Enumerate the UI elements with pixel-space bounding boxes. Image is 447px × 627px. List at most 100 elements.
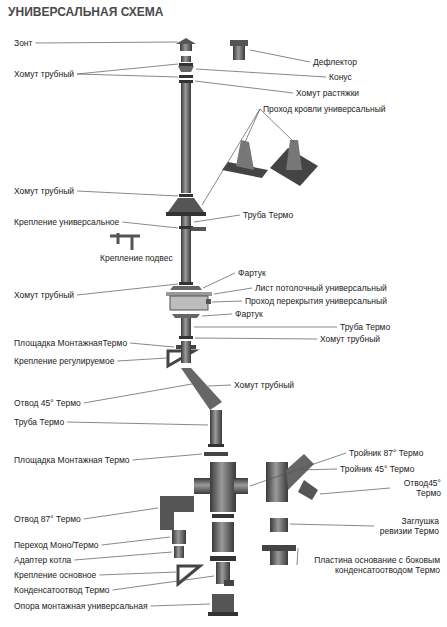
top-parts — [179, 63, 193, 66]
part-label: Хомут трубный — [320, 334, 380, 344]
leader-line — [77, 74, 178, 77]
top-parts — [178, 66, 194, 72]
leader-line — [84, 384, 192, 403]
pipe-middle — [179, 282, 193, 285]
part-label: Лист потолочный универсальный — [255, 283, 387, 293]
elbow-45 — [210, 410, 222, 446]
elbow-87 — [172, 530, 186, 544]
bottom-parts — [270, 551, 288, 565]
leader-line — [74, 552, 172, 560]
part-label: Площадка МонтажнаяТермо — [14, 338, 127, 348]
part-label: Тройник 87° Термо — [349, 448, 423, 458]
part-label: Отвод45° Термо — [393, 478, 441, 498]
top-parts — [176, 38, 196, 44]
leader-line — [77, 284, 178, 295]
elbow-45 — [208, 444, 224, 447]
part-label: Фартук — [238, 268, 266, 278]
part-label: Дефлектор — [313, 57, 357, 67]
leader-line — [195, 338, 317, 339]
leader-line — [320, 488, 390, 494]
leader-line — [214, 288, 252, 294]
leader-line — [117, 358, 167, 361]
part-label: Тройник 45° Термо — [340, 464, 414, 474]
roof-pass — [168, 198, 204, 212]
bottom-parts — [210, 556, 236, 561]
leader-line — [194, 327, 337, 328]
elbow-87 — [160, 496, 194, 530]
tees — [194, 478, 210, 494]
top-parts — [179, 80, 193, 83]
tees — [194, 454, 318, 532]
part-label: Адаптер котла — [14, 555, 71, 565]
part-label: Хомут трубный — [14, 69, 74, 79]
leader-line — [67, 422, 208, 425]
top-parts — [233, 46, 245, 60]
ceiling-pass — [181, 318, 191, 336]
leader-line — [195, 81, 293, 93]
roof-pass — [166, 212, 206, 216]
leader-line — [297, 548, 298, 565]
tees — [270, 518, 288, 532]
part-label: Проход кровли универсальный — [263, 104, 386, 114]
top-parts — [230, 40, 248, 46]
top-parts — [176, 38, 248, 83]
part-label: Заглушка ревизии Термо — [377, 516, 439, 536]
part-label: Зонт — [14, 38, 32, 48]
part-label: Хомут трубный — [234, 380, 294, 390]
brackets — [168, 341, 196, 366]
part-label: Площадка Монтажная Термо — [14, 455, 130, 465]
leader-line — [208, 385, 231, 386]
bottom-parts — [212, 594, 234, 614]
part-label: Хомут трубный — [14, 290, 74, 300]
leader-line — [245, 109, 260, 142]
pipe-middle — [110, 233, 140, 250]
ceiling-pass — [170, 296, 208, 310]
tees — [212, 514, 234, 518]
leader-line — [77, 191, 178, 196]
leader-line — [84, 508, 158, 519]
part-label: Опора монтажная универсальная — [14, 601, 148, 611]
part-label: Труба Термо — [14, 417, 64, 427]
leader-line — [290, 524, 374, 526]
leader-line — [102, 537, 170, 545]
part-label: Труба Термо — [243, 210, 293, 220]
elbow-45 — [181, 368, 222, 410]
part-label: Труба Термо — [340, 322, 390, 332]
part-label: Крепление основное — [14, 570, 96, 580]
part-label: Крепление регулируемое — [14, 356, 114, 366]
part-label: Отвод 87° Термо — [14, 514, 81, 524]
part-label: Переход Моно/Термо — [14, 540, 99, 550]
leader-line — [77, 64, 178, 74]
leader-line — [194, 215, 240, 222]
roof-pass — [286, 140, 302, 170]
ceiling-pass — [206, 299, 211, 304]
leader-line — [202, 109, 260, 205]
leader-line — [130, 343, 174, 347]
ceiling-pass — [166, 292, 212, 296]
tees — [234, 478, 248, 494]
part-label: Фартук — [235, 309, 263, 319]
elbow-45 — [204, 452, 228, 456]
part-label: Проход перекрытия универсальный — [245, 296, 387, 306]
tees — [210, 462, 236, 512]
elbow-87 — [160, 496, 200, 584]
top-parts — [180, 44, 192, 51]
leader-line — [202, 314, 232, 316]
bottom-parts — [212, 522, 234, 552]
part-label: Хомут растяжки — [296, 88, 359, 98]
part-label: Крепление универсальное — [14, 217, 119, 227]
leader-line — [250, 453, 346, 486]
diagram-title: УНИВЕРСАЛЬНАЯ СХЕМА — [8, 5, 164, 19]
tees — [298, 480, 318, 500]
top-parts — [179, 75, 193, 78]
part-label: Пластина основание с боковым конденсатоо… — [300, 555, 440, 575]
ceiling-pass — [179, 336, 193, 339]
leader-line — [99, 572, 176, 575]
roof-pass — [166, 140, 318, 216]
pipe-middle — [179, 226, 193, 229]
part-label: Конус — [329, 72, 352, 82]
part-label: Хомут трубный — [14, 186, 74, 196]
pipe-middle — [191, 227, 206, 231]
leader-line — [113, 576, 214, 590]
bottom-parts — [224, 580, 234, 586]
